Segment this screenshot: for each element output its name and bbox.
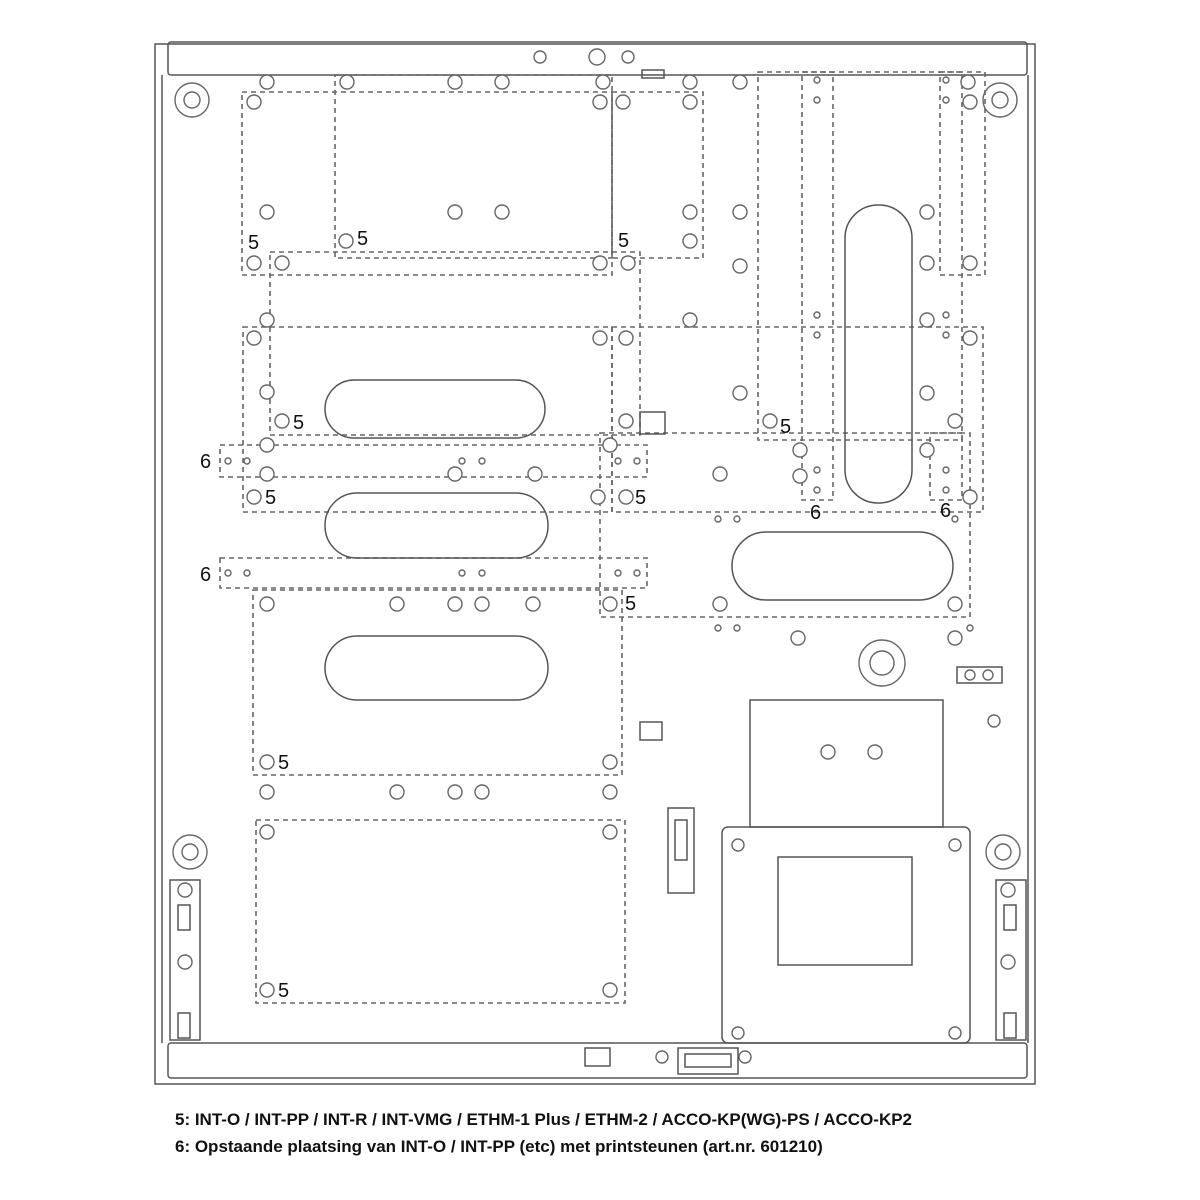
label-5: 5 [618, 230, 629, 252]
label-5: 5 [278, 980, 289, 1002]
label-5: 5 [625, 593, 636, 615]
standoff-holes [224, 74, 978, 998]
label-5: 5 [265, 487, 276, 509]
label-6: 6 [200, 564, 211, 586]
mounting-holes [172, 48, 1021, 870]
cable-slots [324, 204, 954, 701]
label-5: 5 [635, 487, 646, 509]
label-5: 5 [780, 416, 791, 438]
pcb-outlines [219, 71, 986, 1004]
bottom-rail [167, 1042, 1028, 1079]
label-6: 6 [200, 451, 211, 473]
tamper-switch [584, 69, 752, 1075]
legend-line-5: 5: INT-O / INT-PP / INT-R / INT-VMG / ET… [175, 1110, 913, 1129]
position-labels: 5 5 5 5 5 5 5 5 5 5 6 6 6 6 [200, 228, 951, 1002]
label-5: 5 [293, 412, 304, 434]
side-brackets [169, 879, 1027, 1041]
label-6: 6 [810, 502, 821, 524]
label-5: 5 [278, 752, 289, 774]
power-supply [721, 666, 1003, 1044]
label-5: 5 [357, 228, 368, 250]
label-6: 6 [940, 500, 951, 522]
enclosure-back-panel [154, 43, 1036, 1085]
label-5: 5 [248, 232, 259, 254]
legend-line-6: 6: Opstaande plaatsing van INT-O / INT-P… [175, 1137, 823, 1156]
